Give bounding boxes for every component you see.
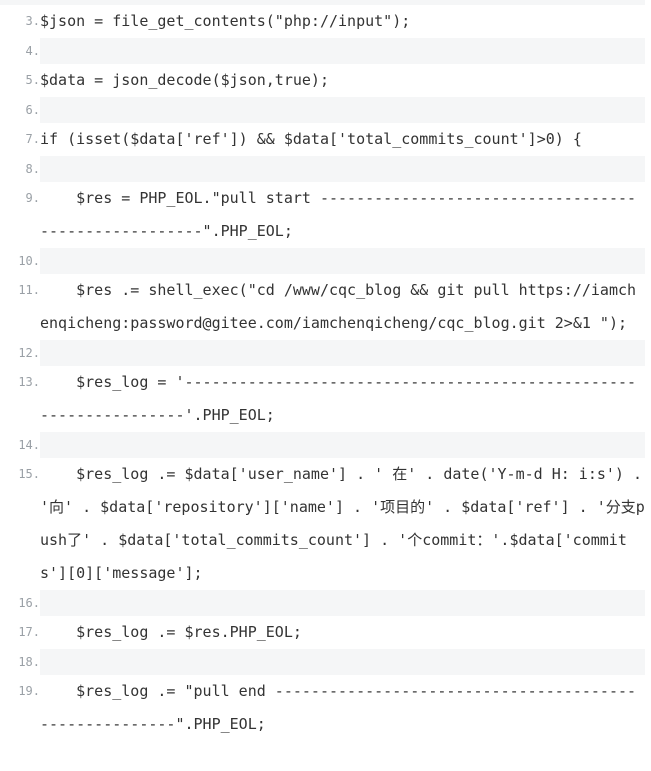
- code-line: 14.: [0, 432, 645, 458]
- code-text: [40, 248, 645, 274]
- line-number: 11.: [0, 274, 40, 340]
- code-line: 8.: [0, 156, 645, 182]
- line-number: 18.: [0, 649, 40, 675]
- code-text: [40, 590, 645, 616]
- line-number: 3.: [0, 5, 40, 38]
- code-line: 5.$data = json_decode($json,true);: [0, 64, 645, 97]
- line-number: 19.: [0, 675, 40, 741]
- line-number: 13.: [0, 366, 40, 432]
- line-number: 8.: [0, 156, 40, 182]
- code-line: 3.$json = file_get_contents("php://input…: [0, 5, 645, 38]
- code-line: 13. $res_log = '------------------------…: [0, 366, 645, 432]
- code-line: 16.: [0, 590, 645, 616]
- line-number: 15.: [0, 458, 40, 590]
- code-line: 18.: [0, 649, 645, 675]
- code-text: $res = PHP_EOL."pull start -------------…: [40, 189, 637, 240]
- code-text: $res_log .= $data['user_name'] . ' 在' . …: [40, 465, 651, 582]
- code-table: 3.$json = file_get_contents("php://input…: [0, 5, 645, 741]
- code-line: 9. $res = PHP_EOL."pull start ----------…: [0, 182, 645, 248]
- line-number: 17.: [0, 616, 40, 649]
- code-text: $res_log = '----------------------------…: [40, 373, 637, 424]
- line-number: 10.: [0, 248, 40, 274]
- line-number: 9.: [0, 182, 40, 248]
- line-number: 7.: [0, 123, 40, 156]
- code-text: [40, 432, 645, 458]
- code-text: [40, 340, 645, 366]
- line-number: 4.: [0, 38, 40, 64]
- code-text: $data = json_decode($json,true);: [40, 71, 329, 89]
- line-number: 5.: [0, 64, 40, 97]
- code-text: $res_log .= "pull end ------------------…: [40, 682, 637, 733]
- code-line: 11. $res .= shell_exec("cd /www/cqc_blog…: [0, 274, 645, 340]
- code-line: 19. $res_log .= "pull end --------------…: [0, 675, 645, 741]
- line-number: 14.: [0, 432, 40, 458]
- code-line: 7.if (isset($data['ref']) && $data['tota…: [0, 123, 645, 156]
- line-number: 16.: [0, 590, 40, 616]
- code-line: 10.: [0, 248, 645, 274]
- code-line: 15. $res_log .= $data['user_name'] . ' 在…: [0, 458, 645, 590]
- code-text: [40, 38, 645, 64]
- code-line: 17. $res_log .= $res.PHP_EOL;: [0, 616, 645, 649]
- code-text: if (isset($data['ref']) && $data['total_…: [40, 130, 582, 148]
- code-text: [40, 97, 645, 123]
- code-text: $res .= shell_exec("cd /www/cqc_blog && …: [40, 281, 637, 332]
- code-text: $res_log .= $res.PHP_EOL;: [40, 623, 302, 641]
- code-body: 3.$json = file_get_contents("php://input…: [0, 5, 645, 741]
- code-text: $json = file_get_contents("php://input")…: [40, 12, 411, 30]
- code-line: 4.: [0, 38, 645, 64]
- line-number: 6.: [0, 97, 40, 123]
- line-number: 12.: [0, 340, 40, 366]
- code-line: 12.: [0, 340, 645, 366]
- code-text: [40, 649, 645, 675]
- code-top-strip: [0, 0, 645, 5]
- code-text: [40, 156, 645, 182]
- code-line: 6.: [0, 97, 645, 123]
